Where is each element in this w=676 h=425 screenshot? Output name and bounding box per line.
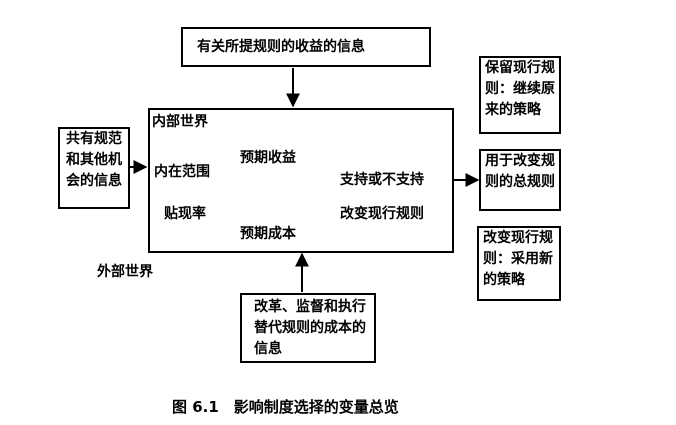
outer-world-label: 外部世界 xyxy=(97,264,153,280)
inner-world-title: 内部世界 xyxy=(152,114,208,130)
bottom-info-box: 改革、监督和执行替代规则的成本的信息 xyxy=(240,293,376,363)
change-rule-label: 改变现行规则 xyxy=(340,206,424,222)
inner-scope-label: 内在范围 xyxy=(154,164,210,180)
change-rule-text: 改变现行规则：采用新的策略 xyxy=(483,230,553,288)
change-rule-box: 改变现行规则：采用新的策略 xyxy=(477,226,561,301)
keep-rule-box: 保留现行规则：继续原来的策略 xyxy=(479,56,561,134)
left-info-box: 共有规范和其他机会的信息 xyxy=(58,127,130,209)
expected-gain-label: 预期收益 xyxy=(240,150,296,166)
figure-caption: 图 6.1 影响制度选择的变量总览 xyxy=(172,398,399,416)
discount-rate-label: 贴现率 xyxy=(164,206,206,222)
inner-world-box: 内部世界 内在范围 贴现率 预期收益 预期成本 支持或不支持 改变现行规则 xyxy=(148,108,454,253)
top-info-text: 有关所提规则的收益的信息 xyxy=(197,39,365,55)
left-info-text: 共有规范和其他机会的信息 xyxy=(66,131,122,189)
meta-rule-box: 用于改变规则的总规则 xyxy=(479,149,561,211)
keep-rule-text: 保留现行规则：继续原来的策略 xyxy=(485,60,555,118)
top-info-box: 有关所提规则的收益的信息 xyxy=(181,27,431,67)
meta-rule-text: 用于改变规则的总规则 xyxy=(485,153,555,190)
bottom-info-text: 改革、监督和执行替代规则的成本的信息 xyxy=(254,299,366,357)
expected-cost-label: 预期成本 xyxy=(240,226,296,242)
support-label: 支持或不支持 xyxy=(340,172,424,188)
